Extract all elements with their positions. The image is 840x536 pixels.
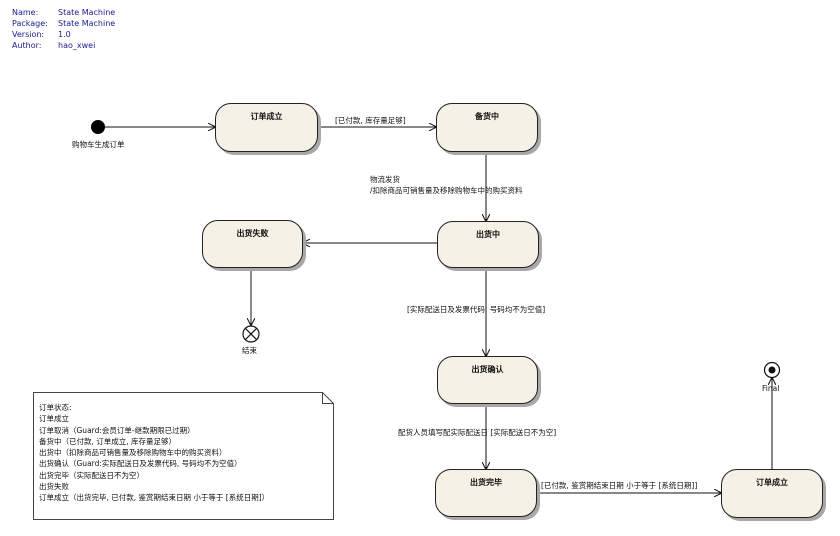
diagram-metadata: Name:State Machine Package:State Machine… (12, 7, 115, 51)
state-ship-failed-label: 出货失败 (236, 229, 269, 238)
meta-row-version: Version:1.0 (12, 30, 71, 39)
state-note: 订单状态: 订单成立 订单取消（Guard:会员订单-继款期限已过期） 备货中（… (33, 392, 334, 520)
final-pseudostate (763, 361, 781, 379)
note-line: 订单状态: (39, 403, 72, 412)
meta-row-name: Name:State Machine (12, 8, 116, 17)
transition-label-t5: [已付款, 鉴赏期结束日期 小于等于 [系统日期]] (541, 481, 698, 490)
note-shape (33, 392, 334, 520)
transition-label-t3: [实际配送日及发票代码, 号码均不为空值] (407, 305, 546, 314)
note-line: 订单成立 (39, 414, 69, 424)
note-line: 订单取消（Guard:会员订单-继款期限已过期） (39, 425, 195, 435)
meta-row-package: Package:State Machine (12, 19, 116, 28)
state-ship-done-label: 出货完毕 (470, 478, 502, 487)
note-line: 出货失败 (39, 482, 69, 492)
end-label: 结束 (242, 346, 257, 355)
initial-pseudostate (91, 120, 105, 134)
note-line: 订单成立（出货完毕, 已付款, 鉴赏期结束日期 小于等于 [系统日期]） (39, 493, 270, 503)
transition-label-t2-line1: 物流发货 (370, 175, 400, 184)
state-order-created-label: 订单成立 (250, 112, 283, 121)
final-label: Final (762, 384, 780, 393)
end-pseudostate (242, 325, 260, 343)
transition-label-t2-line2: /扣除商品可销售量及移除购物车中的购买资料 (370, 186, 523, 195)
state-order-done[interactable]: 订单成立 (721, 469, 823, 518)
transition-label-t1: [已付款, 库存量足够] (335, 116, 406, 125)
state-stocking-label: 备货中 (475, 112, 499, 121)
note-line: 出货中（扣除商品可销售量及移除购物车中的购买资料） (39, 448, 227, 458)
state-ship-confirm-label: 出货确认 (471, 365, 504, 374)
state-shipping[interactable]: 出货中 (437, 221, 539, 268)
state-ship-confirm[interactable]: 出货确认 (437, 356, 538, 404)
transition-label-t4: 配货人员填写配实际配送日 [实际配送日不为空] (398, 428, 557, 437)
initial-label: 购物车生成订单 (72, 140, 125, 149)
state-order-created[interactable]: 订单成立 (215, 103, 318, 152)
note-line: 备货中（已付款, 订单成立, 库存量足够） (39, 436, 177, 446)
state-shipping-label: 出货中 (476, 230, 500, 239)
state-ship-done[interactable]: 出货完毕 (435, 469, 537, 517)
note-line: 出货完毕（实际配送日不为空） (39, 470, 144, 480)
state-stocking[interactable]: 备货中 (436, 103, 538, 152)
state-ship-failed[interactable]: 出货失败 (202, 220, 303, 268)
note-line: 出货确认（Guard:实际配送日及发票代码, 号码均不为空值） (39, 459, 242, 469)
meta-row-author: Author:hao_xwei (12, 41, 96, 50)
state-order-done-label: 订单成立 (756, 478, 788, 487)
